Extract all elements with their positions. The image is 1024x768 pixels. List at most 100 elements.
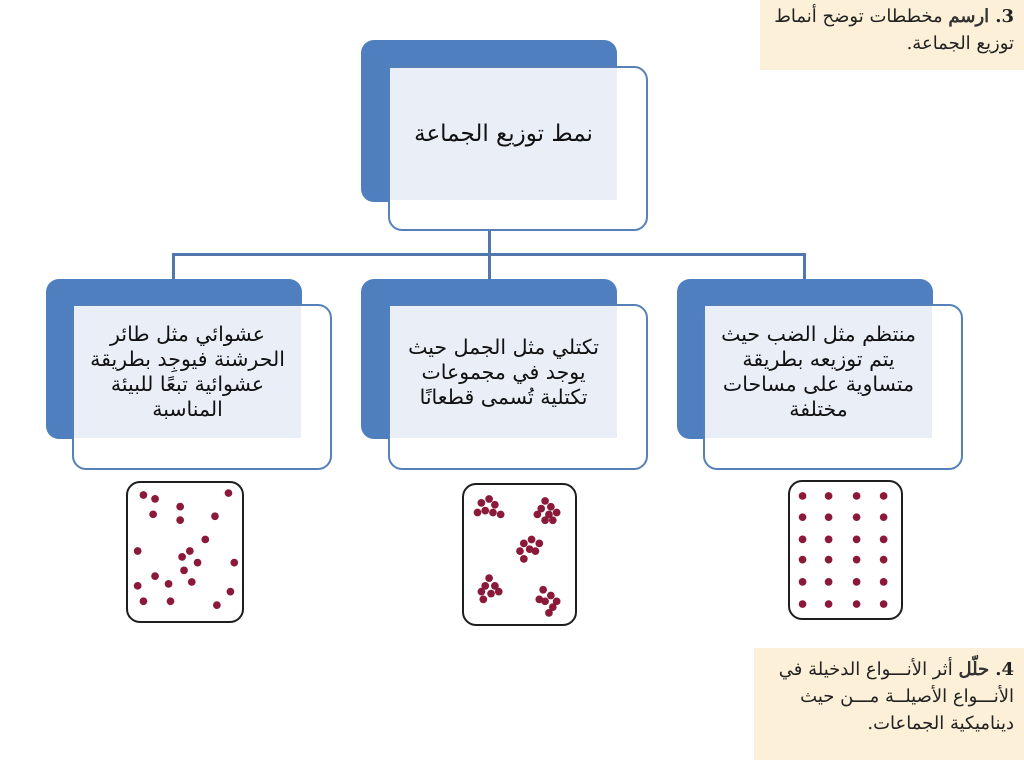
random-dot: [211, 512, 219, 521]
uniform-line-4: مختلفة: [789, 397, 848, 421]
random-node-label: عشوائي مثل طائر الحرشنة فيوجِد بطريقة عش…: [90, 322, 285, 422]
random-dot: [149, 510, 157, 519]
random-dot: [133, 581, 142, 590]
clumped-dot: [541, 497, 549, 505]
clumped-dot: [533, 510, 542, 519]
random-dot: [201, 535, 210, 544]
uniform-dot: [852, 600, 861, 608]
question-3-text: مخططات توضح أنماط توزيع الجماعة.: [774, 6, 1014, 54]
clumped-dot: [548, 516, 557, 525]
uniform-dot: [798, 600, 807, 608]
clumped-dots: [473, 495, 561, 617]
uniform-dot: [798, 492, 807, 500]
uniform-dot: [852, 577, 861, 586]
uniform-dot: [824, 600, 833, 608]
random-line-1: عشوائي مثل طائر: [110, 322, 265, 346]
question-3-note: 3.ارسم مخططات توضح أنماط توزيع الجماعة.: [760, 0, 1024, 70]
random-node-label-area: عشوائي مثل طائر الحرشنة فيوجِد بطريقة عش…: [74, 306, 301, 438]
clumped-line-3: تكتلية تُسمى قطعانًا: [419, 384, 588, 409]
random-dots: [133, 489, 239, 609]
root-node-label-area: نمط توزيع الجماعة: [390, 68, 617, 200]
uniform-dot: [852, 535, 861, 544]
clumped-line-2: يوجد في مجموعات: [421, 359, 586, 384]
question-4-note: 4.حلّل أثر الأنـــواع الدخيلة في الأنـــ…: [754, 648, 1024, 760]
clumped-dot: [496, 510, 505, 519]
clumped-dot: [552, 508, 561, 517]
clumped-dot: [547, 502, 555, 511]
uniform-dot: [824, 535, 833, 544]
clumped-distribution-sample: [462, 483, 577, 626]
root-node-label: نمط توزيع الجماعة: [414, 121, 593, 147]
clumped-node-label: تكتلي مثل الجمل حيث يوجد في مجموعات تكتل…: [408, 335, 599, 410]
random-dot: [230, 558, 239, 567]
uniform-dot: [798, 513, 807, 522]
uniform-dot: [824, 577, 833, 586]
clumped-dot: [541, 597, 549, 606]
uniform-dots: [798, 492, 888, 608]
connector-middle: [488, 253, 491, 279]
clumped-dot: [531, 547, 540, 555]
clumped-dot: [539, 585, 548, 594]
clumped-dot: [519, 554, 528, 563]
uniform-dot: [824, 513, 833, 522]
uniform-node-label: منتظم مثل الضب حيث يتم توزيعه بطريقة متس…: [721, 322, 916, 422]
random-dot: [226, 587, 235, 596]
random-dot: [164, 580, 173, 588]
uniform-dot: [852, 492, 861, 500]
uniform-dot: [879, 577, 888, 586]
uniform-dot: [879, 492, 888, 500]
uniform-distribution-sample: [788, 480, 903, 620]
random-distribution-sample: [126, 481, 244, 623]
clumped-dot: [485, 574, 493, 583]
uniform-line-3: متساوية على مساحات: [722, 372, 915, 396]
uniform-node-label-area: منتظم مثل الضب حيث يتم توزيعه بطريقة متس…: [705, 306, 932, 438]
question-4-text: أثر الأنـــواع الدخيلة في الأنـــواع الأ…: [778, 659, 1014, 734]
connector-right: [803, 253, 806, 279]
random-dot: [151, 495, 159, 503]
clumped-dot: [481, 582, 490, 590]
uniform-dot: [879, 555, 888, 564]
question-3-number: 3.: [995, 6, 1014, 27]
random-dot: [176, 516, 185, 524]
clumped-dot: [491, 500, 499, 509]
clumped-dot: [473, 508, 482, 517]
clumped-dot: [548, 603, 557, 611]
clumped-dot: [541, 516, 549, 525]
clumped-dot: [537, 504, 546, 513]
random-dot: [139, 597, 148, 606]
clumped-dot: [479, 595, 488, 604]
uniform-line-1: منتظم مثل الضب حيث: [721, 322, 916, 346]
random-dot: [180, 566, 188, 575]
clumped-node-label-area: تكتلي مثل الجمل حيث يوجد في مجموعات تكتل…: [390, 306, 617, 438]
uniform-dot: [824, 492, 833, 500]
clumped-dot: [489, 508, 497, 517]
random-dot: [151, 572, 159, 581]
clumped-dot: [535, 595, 544, 604]
uniform-dot: [879, 600, 888, 608]
clumped-dot: [552, 597, 561, 606]
uniform-dot: [824, 555, 833, 564]
clumped-dot: [485, 495, 493, 503]
random-dot: [176, 502, 185, 511]
random-line-2: الحرشنة فيوجِد بطريقة: [90, 347, 285, 371]
clumped-dot: [527, 535, 536, 544]
connector-root-stem: [488, 231, 491, 255]
clumped-dot: [545, 510, 553, 519]
clumped-line-1: تكتلي مثل الجمل حيث: [408, 334, 599, 359]
random-dot: [193, 558, 202, 567]
random-dot: [213, 601, 221, 609]
clumped-dot: [477, 499, 486, 507]
uniform-dot: [852, 513, 861, 522]
random-dot: [166, 597, 175, 606]
random-dot: [133, 547, 142, 555]
random-line-3: عشوائية تبعًا للبيئة: [110, 372, 265, 396]
clumped-dot: [494, 587, 503, 596]
question-4-number: 4.: [995, 659, 1014, 680]
clumped-dot: [477, 587, 486, 596]
uniform-dot: [879, 535, 888, 544]
clumped-dot: [487, 589, 495, 598]
random-dot: [178, 552, 186, 561]
random-dot: [185, 547, 194, 555]
clumped-dot: [519, 539, 528, 548]
random-dot: [139, 491, 148, 499]
